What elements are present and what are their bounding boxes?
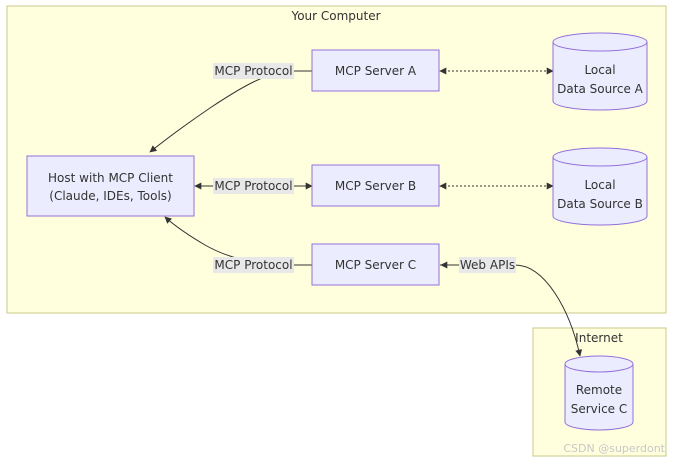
svg-text:Data Source A: Data Source A [557,82,643,96]
edge-label-web-apis: Web APIs [459,257,516,273]
data-source-b-node: Local Data Source B [552,147,648,226]
edge-label-protocol-a: MCP Protocol [213,63,294,79]
edge-label-protocol-c: MCP Protocol [213,257,294,273]
host-node: Host with MCP Client (Claude, IDEs, Tool… [26,155,195,217]
server-a-node: MCP Server A [311,49,440,92]
svg-text:Local: Local [584,178,615,192]
svg-text:MCP Server C: MCP Server C [335,258,416,272]
svg-text:MCP Protocol: MCP Protocol [214,258,292,272]
remote-service-c-node: Remote Service C [564,355,634,431]
svg-text:Web APIs: Web APIs [460,258,515,272]
svg-text:MCP Server B: MCP Server B [335,179,416,193]
edge-label-protocol-b: MCP Protocol [213,178,294,194]
server-b-node: MCP Server B [311,164,440,207]
internet-cluster: Internet [532,327,667,457]
host-label-line1: Host with MCP Client [48,171,173,185]
svg-text:Local: Local [584,63,615,77]
watermark-text: CSDN @superdont [563,442,665,455]
svg-text:MCP Protocol: MCP Protocol [214,179,292,193]
svg-text:MCP Server A: MCP Server A [335,64,417,78]
host-label-line2: (Claude, IDEs, Tools) [49,189,171,203]
svg-text:Remote: Remote [576,383,622,397]
svg-text:MCP Protocol: MCP Protocol [214,64,292,78]
svg-text:Service C: Service C [571,402,628,416]
data-source-a-node: Local Data Source A [552,32,648,111]
internet-label: Internet [575,331,623,345]
svg-text:Data Source B: Data Source B [557,197,643,211]
server-c-node: MCP Server C [311,243,440,286]
your-computer-label: Your Computer [290,9,380,23]
